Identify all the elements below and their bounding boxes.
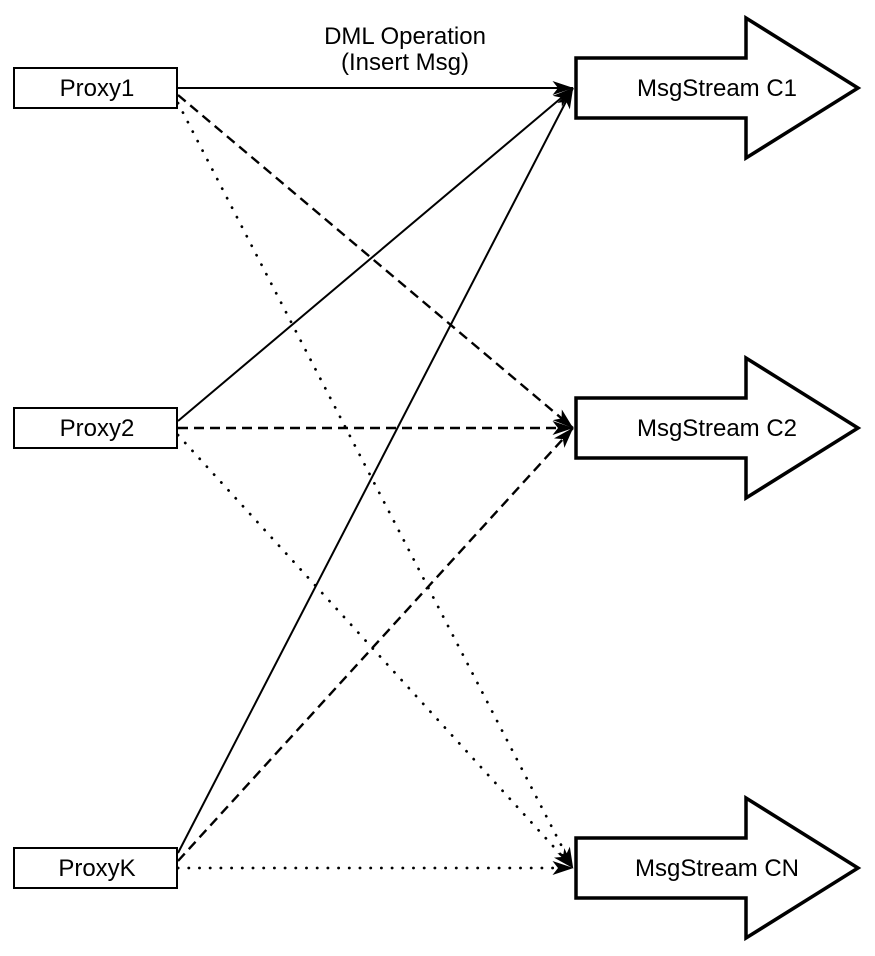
proxy1-box — [13, 67, 178, 109]
edge-proxy2-cn — [176, 433, 575, 870]
proxy1-node: Proxy1 — [13, 67, 178, 109]
msgstream-cn-label: MsgStream CN — [635, 855, 799, 882]
edge-proxyk-c2 — [177, 427, 574, 862]
msgstream-c2-label: MsgStream C2 — [637, 415, 797, 442]
msgstream-c1-node: MsgStream C1 — [574, 14, 862, 162]
edges-layer — [176, 81, 575, 875]
dml-operation-label-line2: (Insert Msg) — [341, 49, 469, 76]
msgstream-c1-label: MsgStream C1 — [637, 75, 797, 102]
edge-proxyk-c1 — [177, 87, 574, 854]
msgstream-c2-node: MsgStream C2 — [574, 354, 862, 502]
proxy1-label: Proxy1 — [60, 75, 135, 102]
dml-operation-label: DML Operation (Insert Msg) — [324, 23, 486, 76]
msgstream-cn-node: MsgStream CN — [574, 794, 862, 942]
proxy2-node: Proxy2 — [13, 407, 178, 449]
msgstream-c1-arrow-shape — [574, 14, 862, 162]
proxyk-node: ProxyK — [13, 847, 178, 889]
proxyk-box — [13, 847, 178, 889]
msgstream-cn-arrow-shape — [574, 794, 862, 942]
msgstream-c2-arrow-shape — [574, 354, 862, 502]
proxy2-box — [13, 407, 178, 449]
edge-proxy2-c1 — [177, 87, 574, 422]
proxy2-label: Proxy2 — [60, 415, 135, 442]
proxyk-label: ProxyK — [58, 855, 135, 882]
dml-operation-label-line1: DML Operation — [324, 23, 486, 50]
edge-proxy1-cn — [176, 101, 575, 870]
edge-proxy1-c2 — [177, 94, 574, 429]
